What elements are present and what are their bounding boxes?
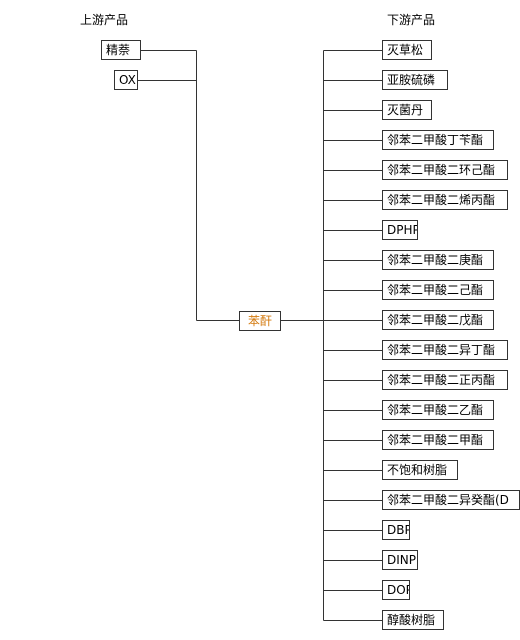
upstream-node-jingnai: 精萘 — [101, 40, 141, 60]
downstream-node: DINP — [382, 550, 418, 570]
downstream-node: 邻苯二甲酸二庚酯 — [382, 250, 494, 270]
downstream-node: 邻苯二甲酸二烯丙酯 — [382, 190, 508, 210]
upstream-node-ox: OX — [114, 70, 138, 90]
downstream-node: 邻苯二甲酸二己酯 — [382, 280, 494, 300]
downstream-node: 邻苯二甲酸二乙酯 — [382, 400, 494, 420]
center-node: 苯酐 — [239, 311, 281, 331]
downstream-node: 亚胺硫磷 — [382, 70, 448, 90]
downstream-node: 邻苯二甲酸二异丁酯 — [382, 340, 508, 360]
downstream-node: 醇酸树脂 — [382, 610, 444, 630]
downstream-node: 邻苯二甲酸二异癸酯(D — [382, 490, 520, 510]
downstream-header: 下游产品 — [387, 13, 436, 27]
downstream-node: 灭菌丹 — [382, 100, 432, 120]
downstream-node: DOP — [382, 580, 410, 600]
downstream-node: 邻苯二甲酸二戊酯 — [382, 310, 494, 330]
downstream-node: 邻苯二甲酸二正丙酯 — [382, 370, 508, 390]
downstream-node: 邻苯二甲酸二环己酯 — [382, 160, 508, 180]
downstream-node: 邻苯二甲酸丁苄酯 — [382, 130, 494, 150]
downstream-node: 邻苯二甲酸二甲酯 — [382, 430, 494, 450]
upstream-header: 上游产品 — [80, 13, 129, 27]
downstream-node: DBP — [382, 520, 410, 540]
downstream-node: 灭草松 — [382, 40, 432, 60]
downstream-node: DPHP — [382, 220, 418, 240]
downstream-node: 不饱和树脂 — [382, 460, 458, 480]
